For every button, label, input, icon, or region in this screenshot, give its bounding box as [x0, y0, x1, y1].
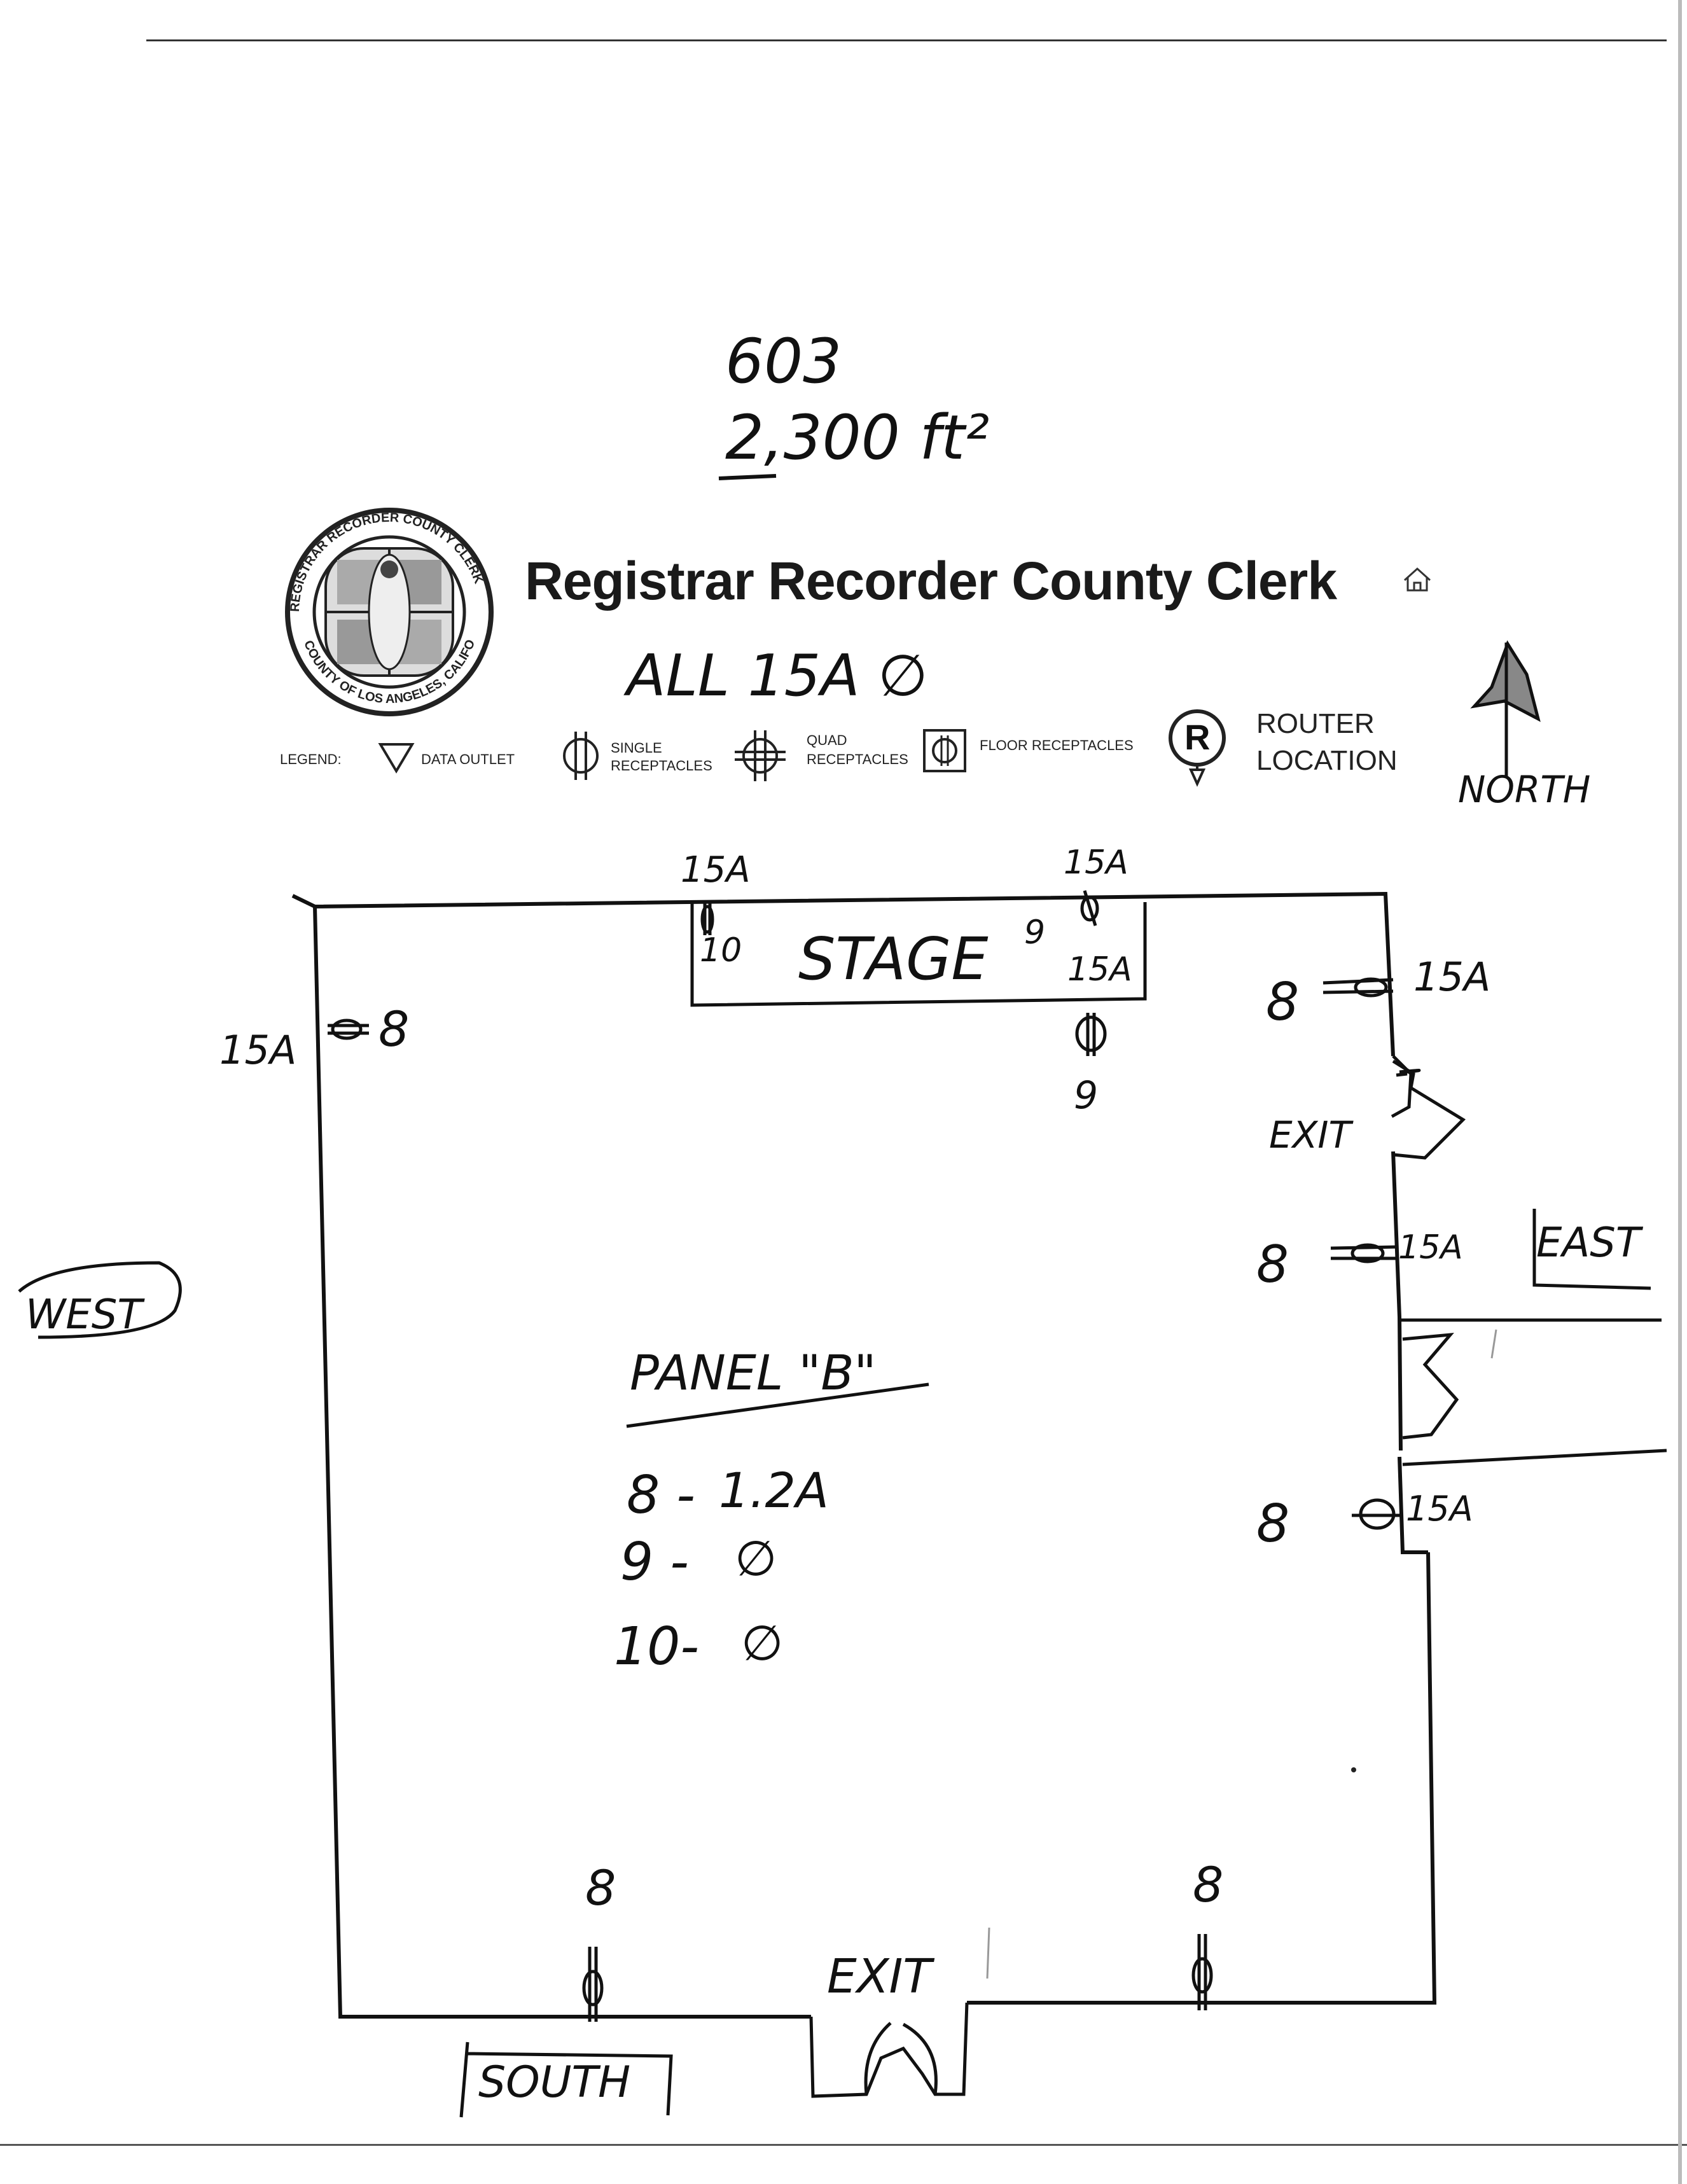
west-label: WEST: [25, 1291, 142, 1339]
east-lower-door: [1402, 1332, 1459, 1440]
east-exit-door: [1391, 1055, 1421, 1118]
legend-floor: FLOOR RECEPTACLES: [980, 737, 1134, 753]
room-number: 603: [725, 326, 842, 397]
floor-receptacle-icon: [923, 729, 966, 772]
seal-top-text: REGISTRAR RECORDER COUNTY CLERK: [288, 511, 486, 612]
west-circuit: 8: [378, 1001, 410, 1057]
east-label: EAST: [1536, 1220, 1641, 1267]
bottom-border-line: [0, 2144, 1687, 2146]
page-title: Registrar Recorder County Clerk: [525, 551, 1337, 611]
legend-router-line2: LOCATION: [1256, 745, 1398, 776]
svg-text:REGISTRAR RECORDER COUNTY CLER: REGISTRAR RECORDER COUNTY CLERK: [288, 511, 486, 612]
panel-row-8-load: 1.2A: [719, 1462, 829, 1519]
legend-router-line1: ROUTER: [1256, 708, 1375, 739]
panel-row-9-circuit: 9 -: [620, 1532, 689, 1592]
panel-row-10-circuit: 10-: [614, 1617, 699, 1677]
east3-amp: 15A: [1406, 1489, 1473, 1529]
single-receptacle-icon: [563, 738, 599, 774]
legend-label: LEGEND:: [280, 751, 342, 767]
south-wall-right: [967, 1552, 1437, 2005]
legend-quad-line2: RECEPTACLES: [807, 751, 908, 767]
seal-bottom-text: COUNTY OF LOS ANGELES, CALIFORNIA: [0, 0, 478, 706]
east1-amp: 15A: [1413, 954, 1491, 1000]
panel-row-8-circuit: 8 -: [627, 1465, 695, 1526]
data-outlet-icon: [378, 743, 415, 774]
east-corridor-bottom: [1402, 1449, 1667, 1466]
exit-east-label: EXIT: [1269, 1113, 1351, 1157]
stage-right-amp-lower: 15A: [1067, 950, 1132, 989]
east1-circuit: 8: [1266, 972, 1300, 1033]
router-letter: R: [1184, 717, 1211, 757]
south-exit-door: [809, 2002, 969, 2098]
below-stage-circuit: 9: [1074, 1073, 1099, 1118]
exit-south-label: EXIT: [827, 1949, 932, 2004]
south-label: SOUTH: [478, 2057, 631, 2108]
east2-circuit: 8: [1256, 1235, 1289, 1294]
legend-quad-line1: QUAD: [807, 732, 847, 748]
top-border-line: [146, 39, 1667, 41]
stage-right-circuit: 9: [1024, 914, 1046, 952]
stage-left-amp: 15A: [681, 849, 751, 891]
stage-right-amp-top: 15A: [1064, 844, 1128, 882]
west-amp: 15A: [219, 1027, 297, 1073]
room-area: 2,300 ft²: [725, 402, 990, 473]
south-right-circuit: 8: [1193, 1856, 1224, 1913]
stage-label: STAGE: [798, 925, 989, 993]
quad-receptacle-icon: [742, 738, 778, 774]
legend-single-line2: RECEPTACLES: [611, 758, 712, 774]
legend-data-outlet: DATA OUTLET: [421, 751, 515, 767]
panel-row-9-load: ∅: [735, 1530, 777, 1587]
north-label: NORTH: [1458, 768, 1591, 811]
legend-single-line1: SINGLE: [611, 740, 662, 756]
east2-amp: 15A: [1398, 1228, 1463, 1267]
south-left-circuit: 8: [585, 1860, 616, 1916]
page-edge-shadow: [1678, 0, 1682, 2184]
panel-title: PANEL "B": [630, 1344, 877, 1401]
east3-circuit: 8: [1256, 1494, 1290, 1554]
panel-row-10-load: ∅: [741, 1615, 784, 1671]
stage-left-circuit: 10: [700, 931, 742, 970]
circuit-note: ALL 15A ∅: [627, 643, 928, 709]
